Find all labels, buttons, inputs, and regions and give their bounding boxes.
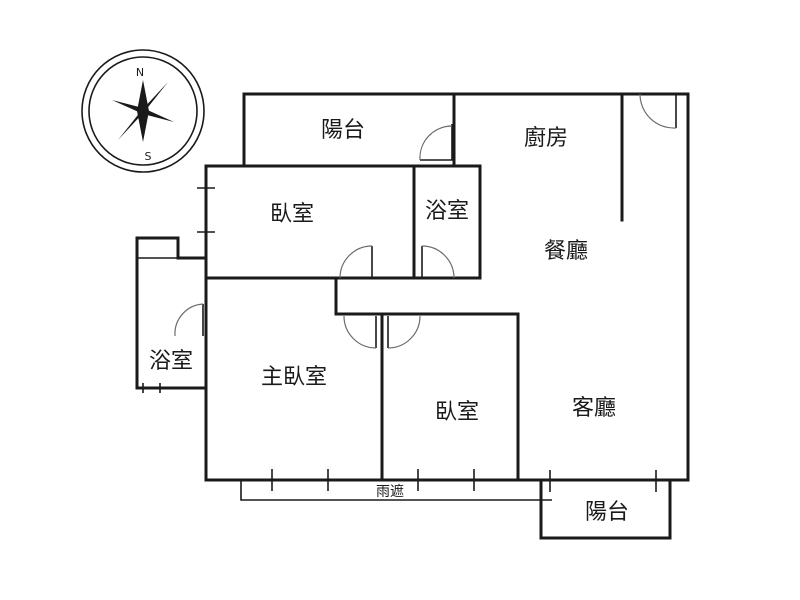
balcony-south [539,470,672,540]
room-label-kitchen: 廚房 [524,126,568,151]
balcony-south-walls [539,478,672,540]
bedroom-south-walls [334,278,520,482]
room-label-master-bedroom: 主臥室 [261,365,327,390]
outer-wall [204,92,690,482]
room-label-living-room: 客廳 [572,396,616,421]
room-label-balcony-south: 陽台 [585,500,629,525]
room-label-bedroom-south: 臥室 [435,400,479,425]
compass-needle-diagonal [118,82,168,140]
canopy-outline [240,480,552,501]
room-label-dining: 餐廳 [544,239,588,264]
room-label-bathroom-center: 浴室 [425,199,469,224]
door-bedroom-south [387,315,421,349]
room-label-bedroom-west: 臥室 [270,202,314,227]
door-bedroom-west [339,245,373,279]
door-bathroom-center [421,245,455,279]
bathroom-west-annex [135,236,208,393]
compass-north-label: N [136,66,144,79]
compass-outer-ring [81,49,205,173]
doors [174,93,677,349]
door-kitchen [639,93,677,129]
door-bathroom-west [174,303,204,337]
room-label-bathroom-west: 浴室 [149,349,193,374]
door-balcony-north [419,124,454,161]
interior-walls [204,92,624,482]
compass: N S [81,49,205,173]
canopy-label: 雨遮 [376,484,404,500]
room-label-balcony-north: 陽台 [321,118,365,143]
exterior-walls [204,92,690,482]
south-windows [271,469,475,491]
canopy [240,480,552,501]
compass-south-label: S [145,150,152,163]
west-window [197,187,215,233]
compass-inner-ring [88,56,198,166]
door-master-bedroom [343,315,377,349]
